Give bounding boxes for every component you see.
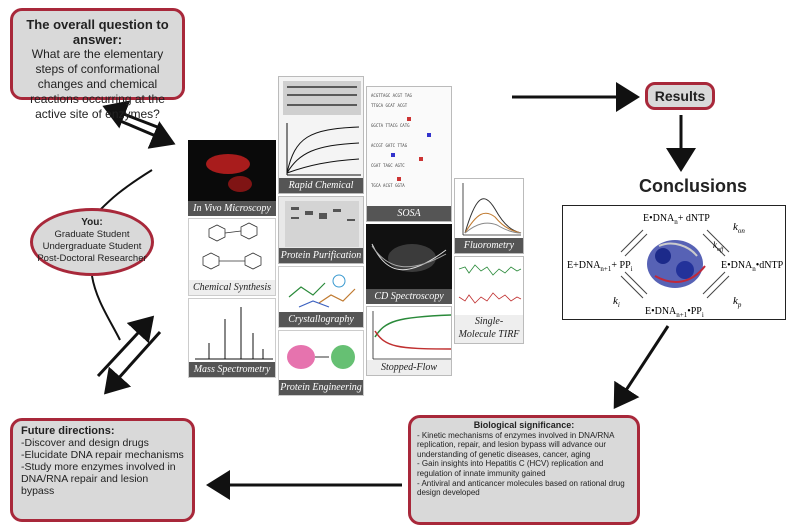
caption-cd-spectroscopy: CD Spectroscopy (366, 289, 452, 304)
scheme-top: E•DNAn+ dNTP (643, 213, 710, 226)
synthesis-image (202, 222, 262, 270)
arrow-from-question (117, 118, 176, 149)
arrow-to-future (103, 330, 162, 395)
curve-upper (99, 169, 153, 211)
rate-kp: kp (733, 295, 742, 309)
rate-kon: kon (733, 221, 745, 235)
future-item: -Study more enzymes involved in DNA/RNA … (21, 461, 176, 497)
panel-protein-engineering: Protein Engineering (278, 330, 364, 396)
panel-mass-spectrometry: Mass Spectrometry (188, 298, 276, 378)
curve-lower (91, 275, 121, 341)
future-item: -Discover and design drugs (21, 437, 149, 449)
significance-item: - Kinetic mechanisms of enzymes involved… (417, 430, 614, 459)
scheme-left: E+DNAn+1+ PPi (567, 260, 633, 273)
significance-box: Biological significance: - Kinetic mecha… (408, 415, 640, 525)
stopped-flow-chart (372, 311, 451, 360)
caption-stopped-flow: Stopped-Flow Spectroscopy (367, 360, 451, 375)
svg-text:TTGCA GCAT ACGT: TTGCA GCAT ACGT (371, 103, 408, 108)
question-box: The overall question to answer: What are… (10, 8, 185, 121)
mass-spec-chart (195, 307, 273, 360)
gel-image (285, 201, 359, 247)
cd-chart (371, 243, 447, 272)
significance-title: Biological significance: (473, 420, 575, 430)
caption-crystallography: Crystallography (279, 312, 363, 327)
panel-crystallography: Crystallography (278, 266, 364, 328)
tirf-trace (458, 264, 522, 304)
panel-chemical-synthesis: Chemical Synthesis (188, 218, 276, 296)
panel-fluorometry: Fluorometry (454, 178, 524, 254)
significance-item: - Gain insights into Hepatitis C (HCV) r… (417, 459, 604, 478)
you-undergraduate: Undergraduate Student (42, 241, 142, 252)
engineering-image (287, 345, 355, 369)
caption-protein-purification: Protein Purification (279, 248, 363, 263)
significance-item: - Antiviral and anticancer molecules bas… (417, 478, 625, 498)
caption-rapid-chemical-quench: Rapid Chemical Quench (279, 178, 363, 193)
caption-in-vivo-microscopy: In Vivo Microscopy (188, 201, 276, 216)
crystal-image (288, 274, 356, 308)
caption-protein-engineering: Protein Engineering (279, 380, 363, 395)
svg-text:ACGTTAGC ACGT TAG: ACGTTAGC ACGT TAG (371, 93, 413, 98)
you-postdoc: Post-Doctoral Researcher (37, 253, 147, 264)
panel-stopped-flow: Stopped-Flow Spectroscopy (366, 306, 452, 376)
caption-fluorometry: Fluorometry (455, 238, 523, 253)
conclusions-title: Conclusions (638, 176, 747, 196)
panel-protein-purification: Protein Purification (278, 196, 364, 264)
panel-sosa: ACGTTAGC ACGT TAG TTGCA GCAT ACGT GGCTA T… (366, 86, 452, 222)
future-box: Future directions: -Discover and design … (10, 418, 195, 522)
arrow-from-future (96, 315, 155, 378)
kinetic-scheme-box: E•DNAn+ dNTP E+DNAn+1+ PPi E•DNAn•dNTP E… (562, 205, 786, 320)
sosa-image: ACGTTAGC ACGT TAG TTGCA GCAT ACGT GGCTA T… (371, 93, 431, 188)
rate-koff: koff (713, 240, 725, 253)
panel-single-molecule-tirf: Single-Molecule TIRF Microscopy (454, 256, 524, 344)
caption-sosa: SOSA (367, 206, 451, 221)
future-title: Future directions: (21, 425, 115, 437)
you-oval: You: Graduate Student Undergraduate Stud… (30, 208, 154, 276)
enzyme-structure-image (647, 240, 706, 288)
question-title: The overall question to answer: (26, 17, 169, 47)
svg-text:GGCTA TTACG CATG: GGCTA TTACG CATG (371, 123, 410, 128)
arrow-to-significance (613, 325, 670, 410)
svg-text:CGAT TAGC AGTC: CGAT TAGC AGTC (371, 163, 405, 168)
results-label: Results (654, 88, 706, 104)
panel-cd-spectroscopy: CD Spectroscopy (366, 224, 452, 304)
you-title: You: (81, 217, 103, 228)
fluorometry-chart (462, 183, 522, 236)
panel-rapid-chemical-quench: Rapid Chemical Quench (278, 76, 364, 194)
svg-text:TGCA ACGT GGTA: TGCA ACGT GGTA (371, 183, 405, 188)
you-graduate: Graduate Student (54, 229, 130, 240)
future-item: -Elucidate DNA repair mechanisms (21, 449, 184, 461)
microscopy-image (206, 154, 252, 192)
caption-mass-spectrometry: Mass Spectrometry (189, 362, 275, 377)
kinetic-scheme: E•DNAn+ dNTP E+DNAn+1+ PPi E•DNAn•dNTP E… (567, 213, 784, 319)
panel-in-vivo-microscopy: In Vivo Microscopy (188, 140, 276, 216)
rate-ki: ki (613, 295, 620, 309)
svg-text:ACCGT GATC TTAG: ACCGT GATC TTAG (371, 143, 408, 148)
caption-single-molecule-tirf: Single-Molecule TIRF Microscopy (455, 315, 523, 343)
scheme-right: E•DNAn•dNTP (721, 260, 784, 273)
results-box: Results (645, 82, 715, 110)
quench-image (283, 81, 361, 176)
question-text: What are the elementary steps of conform… (30, 47, 165, 121)
caption-chemical-synthesis: Chemical Synthesis (189, 280, 275, 295)
scheme-bottom: E•DNAn+1•PPi (645, 306, 704, 319)
